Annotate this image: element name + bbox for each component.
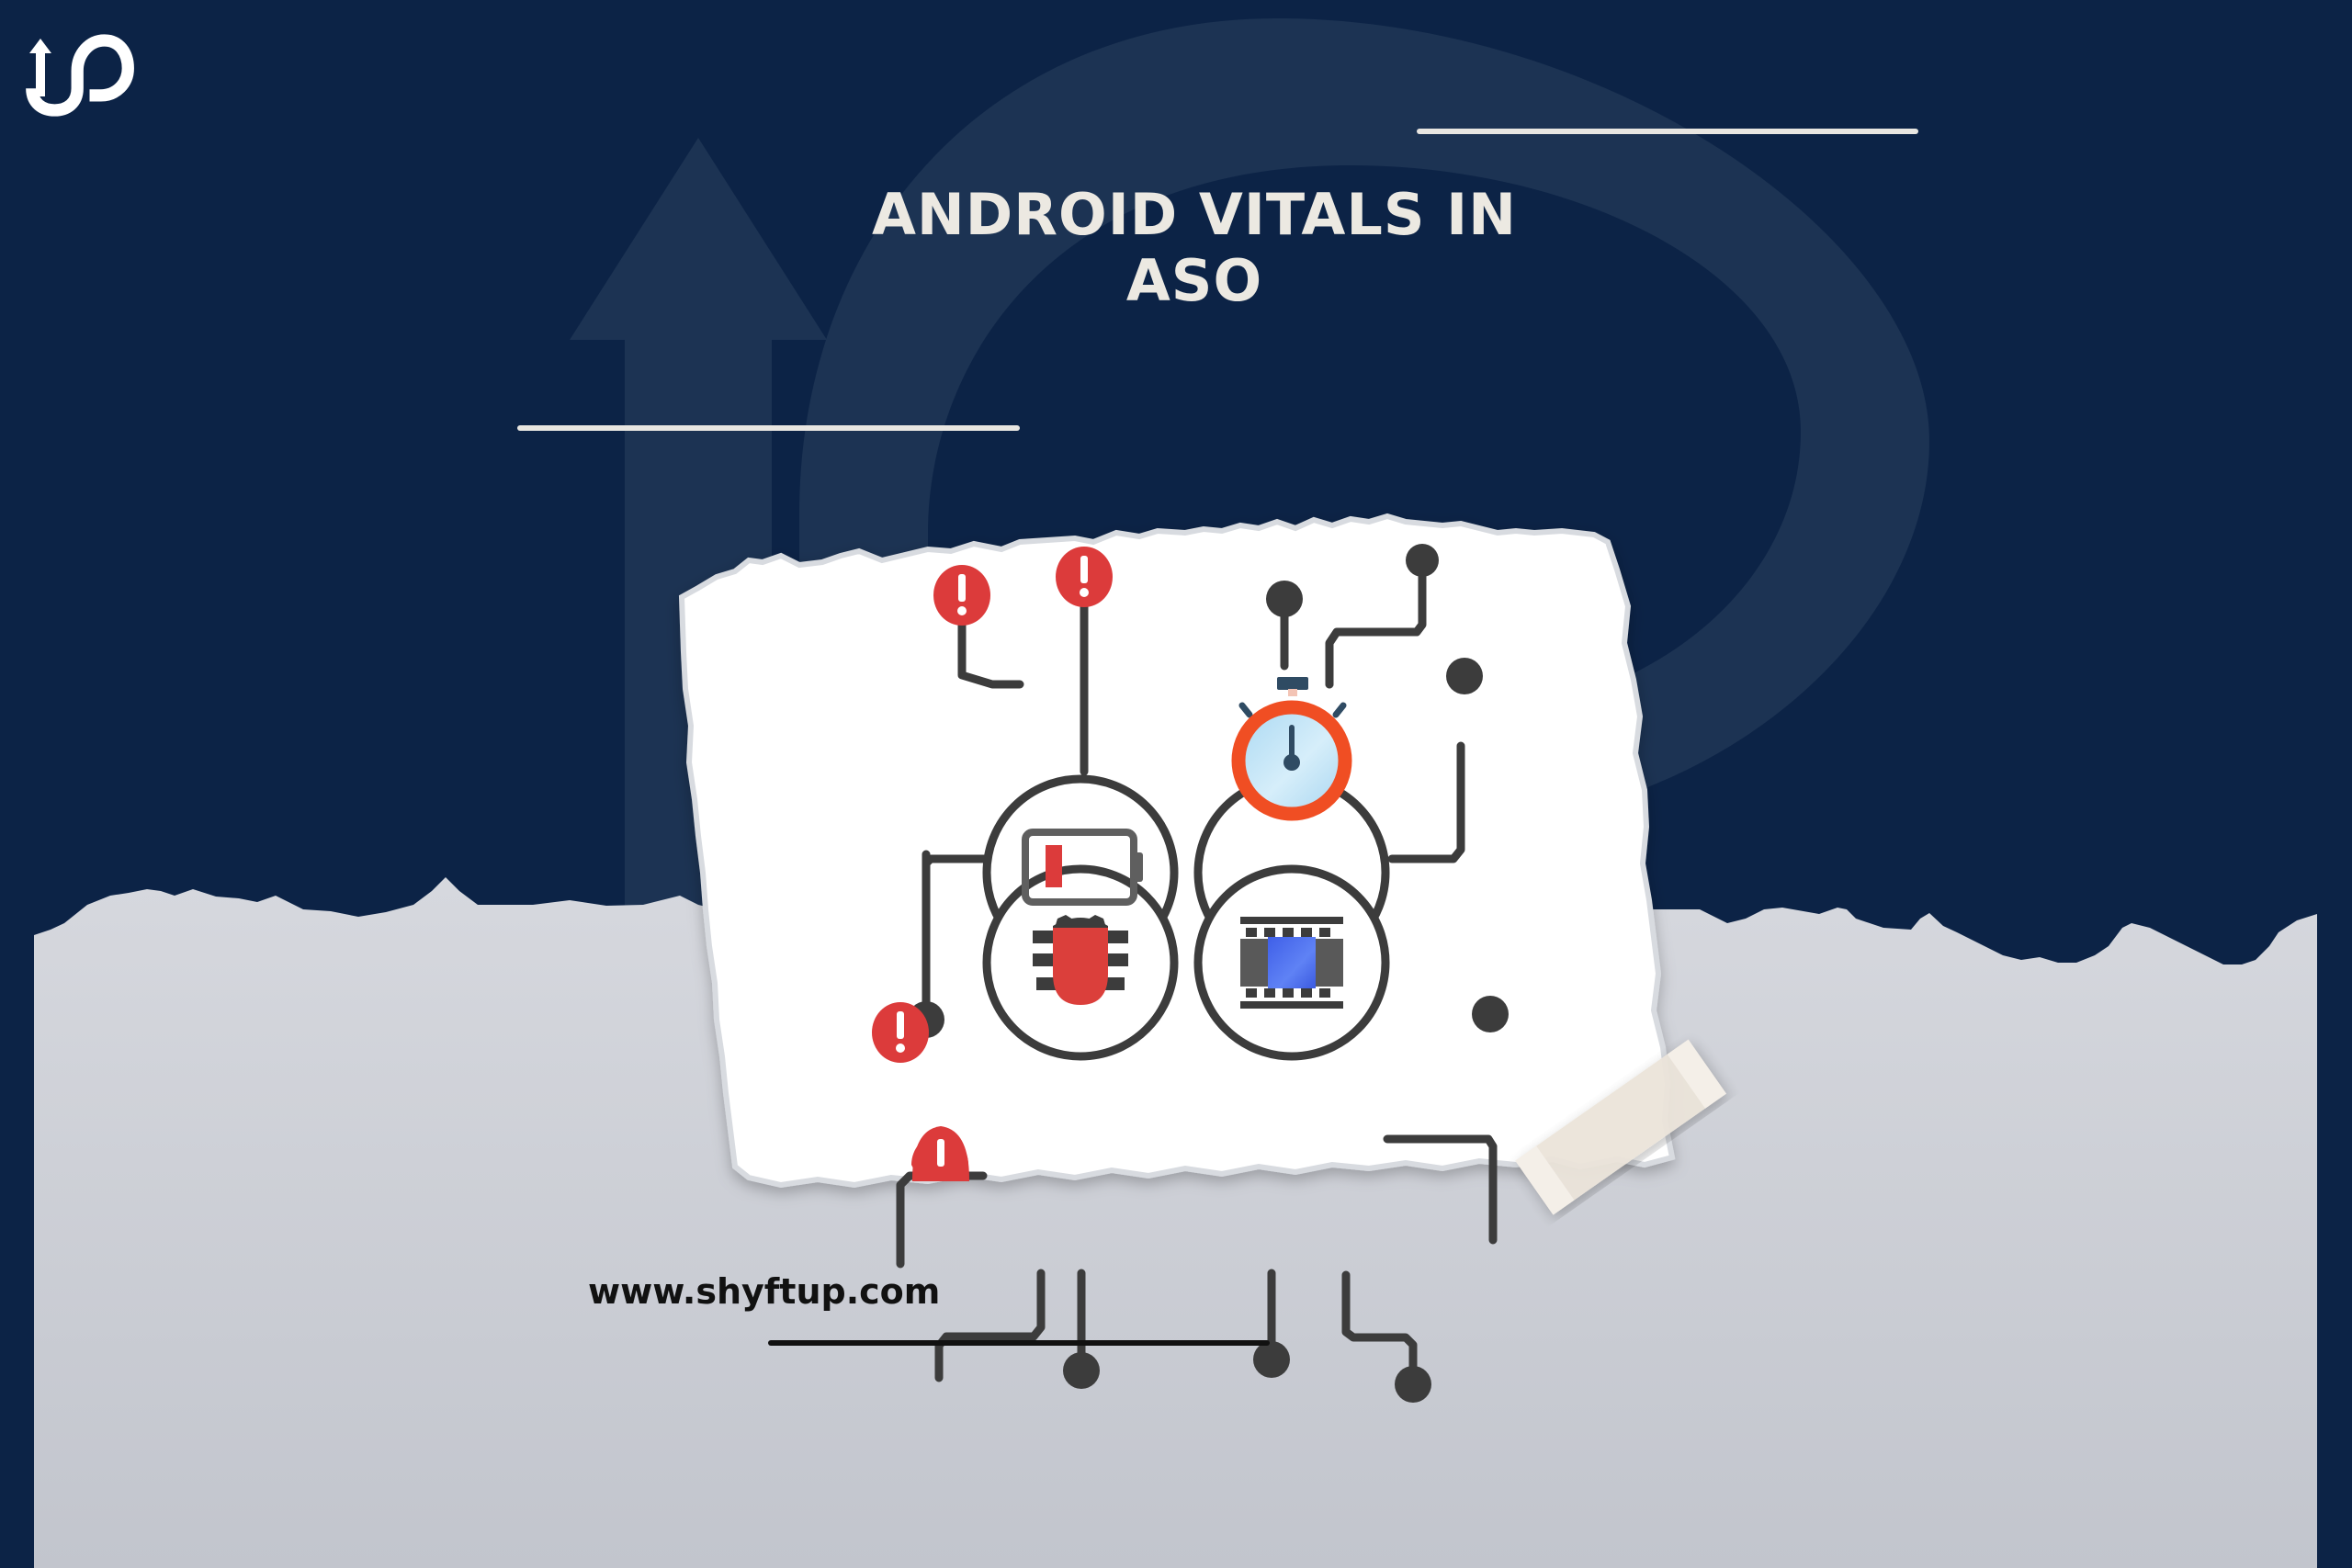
- left-divider: [517, 425, 1020, 431]
- url-underline: [768, 1340, 1270, 1346]
- battery-low-icon: [1022, 829, 1143, 906]
- exclamation-alert-icon: [933, 565, 990, 626]
- grey-torn-paper: [34, 877, 2317, 1568]
- top-right-divider: [1417, 129, 1918, 134]
- white-torn-card: [678, 513, 1676, 1189]
- title-line-2: ASO: [1125, 247, 1263, 314]
- bug-icon: [1033, 915, 1128, 1005]
- page-title: ANDROID VITALS IN ASO: [827, 182, 1562, 314]
- exclamation-alert-icon: [872, 1002, 929, 1063]
- website-link[interactable]: www.shyftup.com: [588, 1271, 941, 1312]
- shyftup-up-logo-icon[interactable]: [18, 28, 138, 129]
- stopwatch-icon: [1231, 677, 1352, 821]
- masking-tape: [1515, 1039, 1726, 1215]
- exclamation-alert-icon: [1056, 547, 1113, 607]
- title-line-1: ANDROID VITALS IN: [871, 181, 1518, 248]
- film-frame-icon: [1240, 917, 1343, 1009]
